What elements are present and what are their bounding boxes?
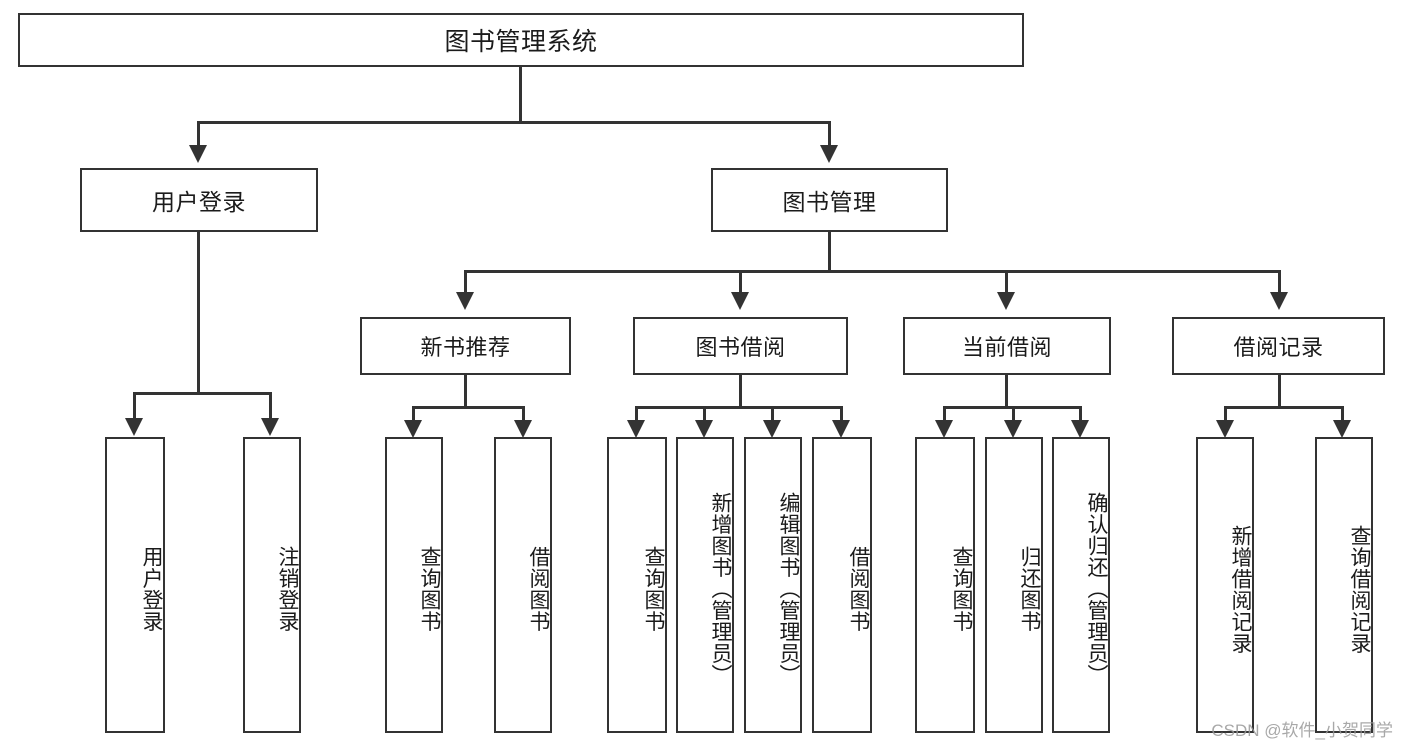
node-book-borrow-label: 图书借阅	[695, 335, 786, 360]
leaf-rec-borrow-label: 借阅图书	[527, 546, 550, 632]
connector-bb-drop-2	[703, 406, 706, 422]
node-book-manage-label: 图书管理	[782, 189, 877, 215]
leaf-cur-confirm[interactable]: 确认归还（管理员）	[1052, 437, 1110, 733]
arrow-to-book-manage	[820, 145, 838, 163]
leaf-borrow-borrow-label: 借阅图书	[847, 546, 870, 632]
node-new-book-rec-label: 新书推荐	[420, 335, 511, 360]
node-book-borrow[interactable]: 图书借阅	[633, 317, 848, 375]
node-book-manage[interactable]: 图书管理	[711, 168, 948, 232]
leaf-borrow-add-label: 新增图书（管理员）	[709, 492, 732, 686]
connector-user-login-drop-1	[133, 392, 136, 420]
connector-root-rail	[197, 121, 831, 124]
arrow-to-leaf-rec-add	[1216, 420, 1234, 438]
arrow-to-leaf-rec-query2	[1333, 420, 1351, 438]
connector-book-manage-stem	[828, 232, 831, 272]
leaf-borrow-query-label: 查询图书	[642, 546, 665, 632]
leaf-rec-query-label: 查询图书	[418, 546, 441, 632]
connector-root-drop-user	[197, 121, 200, 147]
connector-br-drop-2	[1341, 406, 1344, 422]
leaf-borrow-add[interactable]: 新增图书（管理员）	[676, 437, 734, 733]
connector-nbr-drop-2	[522, 406, 525, 422]
node-user-login[interactable]: 用户登录	[80, 168, 318, 232]
arrow-to-leaf-borrow-query	[627, 420, 645, 438]
leaf-borrow-borrow[interactable]: 借阅图书	[812, 437, 872, 733]
leaf-cur-return[interactable]: 归还图书	[985, 437, 1043, 733]
node-new-book-rec[interactable]: 新书推荐	[360, 317, 571, 375]
arrow-to-leaf-cur-return	[1004, 420, 1022, 438]
connector-bb-rail	[635, 406, 843, 409]
arrow-to-leaf-borrow-borrow	[832, 420, 850, 438]
leaf-user-login-label: 用户登录	[140, 546, 163, 632]
leaf-rec-query[interactable]: 查询图书	[385, 437, 443, 733]
leaf-rec-add-label: 新增借阅记录	[1229, 524, 1252, 654]
connector-bm-drop-4	[1278, 270, 1281, 294]
arrow-to-current-borrow	[997, 292, 1015, 310]
leaf-cur-confirm-label: 确认归还（管理员）	[1085, 492, 1108, 686]
arrow-to-leaf-cur-query	[935, 420, 953, 438]
arrow-to-leaf-borrow-add	[695, 420, 713, 438]
connector-bm-drop-3	[1005, 270, 1008, 294]
node-current-borrow-label: 当前借阅	[961, 335, 1052, 360]
connector-cb-drop-1	[943, 406, 946, 422]
arrow-to-leaf-logout	[261, 418, 279, 436]
leaf-logout-label: 注销登录	[276, 546, 299, 632]
connector-cb-drop-3	[1079, 406, 1082, 422]
leaf-borrow-edit[interactable]: 编辑图书（管理员）	[744, 437, 802, 733]
connector-nbr-drop-1	[412, 406, 415, 422]
arrow-to-borrow-record	[1270, 292, 1288, 310]
connector-cb-rail	[943, 406, 1079, 409]
leaf-cur-return-label: 归还图书	[1018, 546, 1041, 632]
leaf-user-login[interactable]: 用户登录	[105, 437, 165, 733]
node-root[interactable]: 图书管理系统	[18, 13, 1024, 67]
connector-nbr-stem	[464, 375, 467, 408]
connector-root-stem	[519, 67, 522, 123]
leaf-rec-borrow[interactable]: 借阅图书	[494, 437, 552, 733]
leaf-borrow-edit-label: 编辑图书（管理员）	[777, 492, 800, 686]
connector-nbr-rail	[412, 406, 525, 409]
node-borrow-record-label: 借阅记录	[1233, 335, 1324, 360]
connector-bb-drop-1	[635, 406, 638, 422]
leaf-cur-query-label: 查询图书	[950, 546, 973, 632]
node-user-login-label: 用户登录	[152, 189, 246, 215]
leaf-cur-query[interactable]: 查询图书	[915, 437, 975, 733]
node-borrow-record[interactable]: 借阅记录	[1172, 317, 1385, 375]
leaf-rec-query2-label: 查询借阅记录	[1348, 524, 1371, 654]
connector-user-login-stem	[197, 232, 200, 394]
node-root-label: 图书管理系统	[444, 28, 598, 56]
arrow-to-new-book-rec	[456, 292, 474, 310]
leaf-logout[interactable]: 注销登录	[243, 437, 301, 733]
arrow-to-leaf-user-login	[125, 418, 143, 436]
connector-root-drop-book	[828, 121, 831, 147]
arrow-to-leaf-rec-query	[404, 420, 422, 438]
arrow-to-user-login	[189, 145, 207, 163]
connector-bb-drop-3	[771, 406, 774, 422]
leaf-borrow-query[interactable]: 查询图书	[607, 437, 667, 733]
connector-bm-drop-1	[464, 270, 467, 294]
node-current-borrow[interactable]: 当前借阅	[903, 317, 1111, 375]
arrow-to-leaf-rec-borrow	[514, 420, 532, 438]
leaf-rec-add[interactable]: 新增借阅记录	[1196, 437, 1254, 733]
arrow-to-leaf-borrow-edit	[763, 420, 781, 438]
leaf-rec-query2[interactable]: 查询借阅记录	[1315, 437, 1373, 733]
connector-user-login-rail	[133, 392, 272, 395]
arrow-to-leaf-cur-confirm	[1071, 420, 1089, 438]
arrow-to-book-borrow	[731, 292, 749, 310]
connector-bm-drop-2	[739, 270, 742, 294]
connector-bb-drop-4	[840, 406, 843, 422]
connector-br-rail	[1224, 406, 1344, 409]
connector-book-manage-rail	[464, 270, 1281, 273]
connector-cb-stem	[1005, 375, 1008, 408]
csdn-watermark: CSDN @软件_小贺同学	[1211, 721, 1393, 740]
connector-br-stem	[1278, 375, 1281, 408]
connector-user-login-drop-2	[269, 392, 272, 420]
connector-br-drop-1	[1224, 406, 1227, 422]
connector-cb-drop-2	[1012, 406, 1015, 422]
connector-bb-stem	[739, 375, 742, 408]
